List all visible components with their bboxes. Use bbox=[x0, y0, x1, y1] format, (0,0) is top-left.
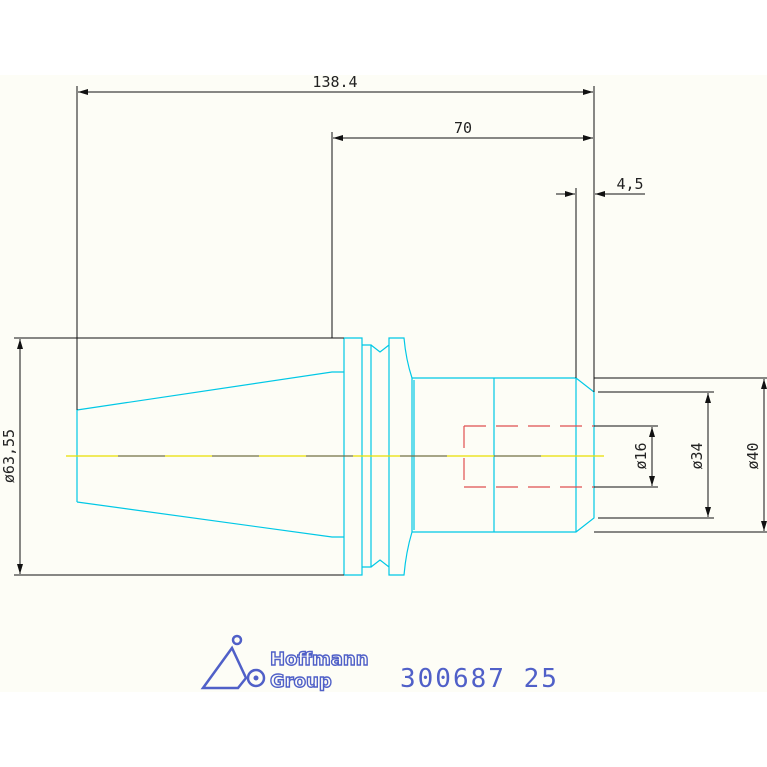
shank-diameter-label: ø34 bbox=[688, 442, 706, 469]
dimension-overall-length: 138.4 bbox=[76, 73, 595, 410]
flange-diameter-label: ø63,55 bbox=[0, 429, 18, 483]
part-number: 300687 25 bbox=[400, 664, 559, 694]
hidden-bore bbox=[463, 425, 594, 488]
shank-length-label: 70 bbox=[454, 119, 472, 137]
overall-length-label: 138.4 bbox=[312, 73, 357, 91]
taper-cone bbox=[76, 371, 344, 538]
dimension-bore-diameter: ø16 bbox=[594, 425, 658, 488]
dimension-chamfer: 4,5 bbox=[556, 175, 645, 378]
shank bbox=[412, 377, 595, 533]
dimension-shank-length: 70 bbox=[331, 119, 593, 338]
body-diameter-label: ø40 bbox=[744, 442, 762, 469]
logo-line1: Hoffmann bbox=[270, 649, 369, 670]
dimension-body-diameter: ø40 bbox=[594, 377, 767, 533]
hoffmann-logo: Hoffmann Group bbox=[200, 634, 369, 693]
logo-line2: Group bbox=[270, 671, 332, 692]
drawing-sheet bbox=[0, 75, 767, 692]
bore-diameter-label: ø16 bbox=[632, 442, 650, 469]
title-block: Hoffmann Group 300687 25 bbox=[200, 634, 559, 694]
chamfer-label: 4,5 bbox=[616, 175, 643, 193]
dimension-shank-diameter: ø34 bbox=[598, 391, 714, 519]
dimension-flange-diameter: ø63,55 bbox=[0, 337, 344, 576]
